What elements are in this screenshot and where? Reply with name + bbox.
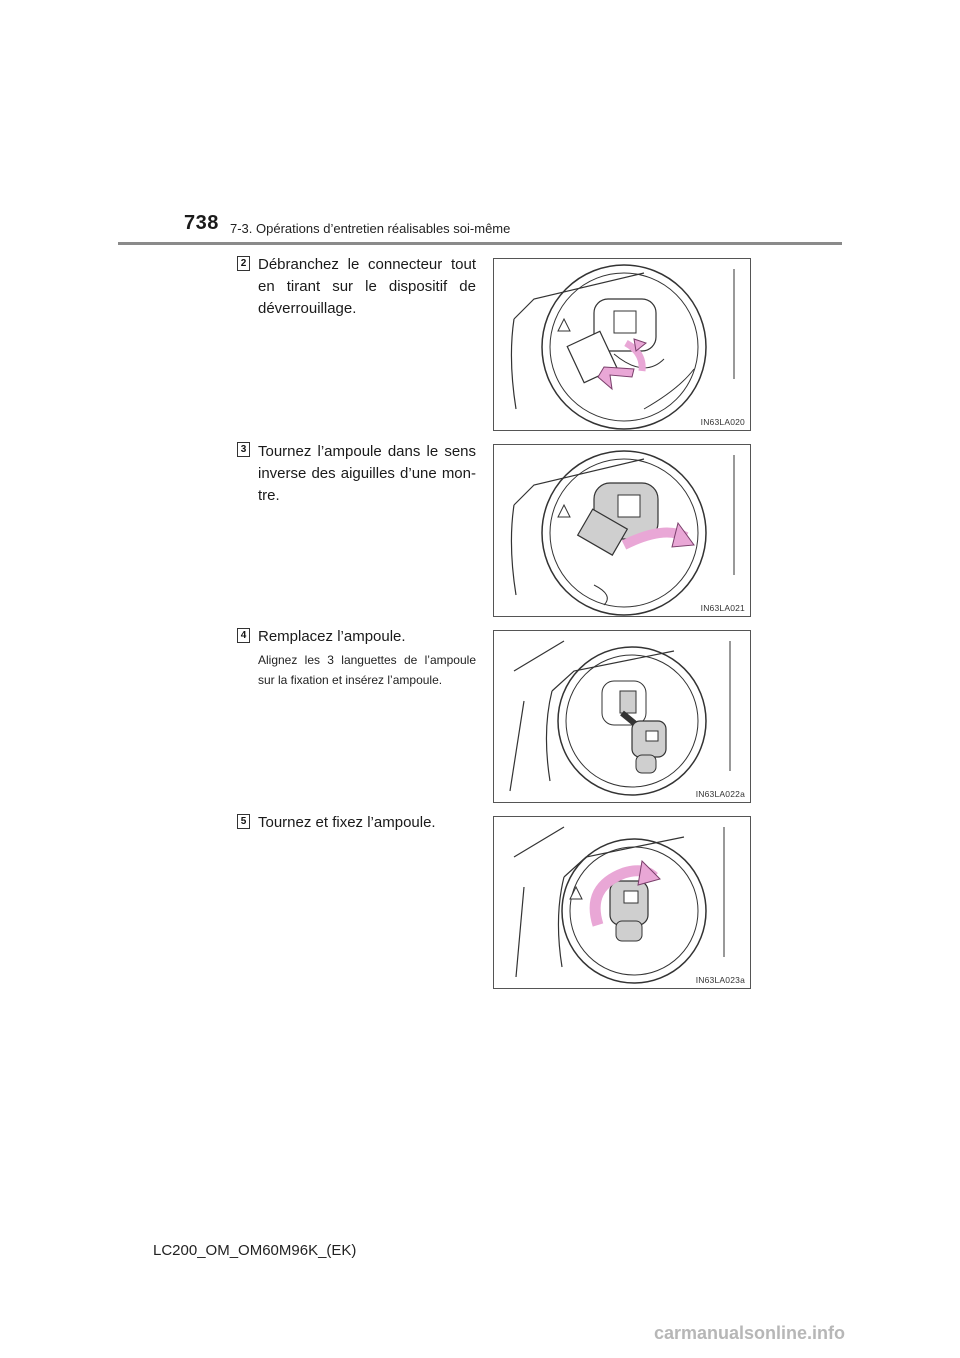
page-number: 738 [184,212,219,234]
step-2-illustration: IN63LA020 [493,258,751,431]
step-4-note: Alignez les 3 languettes de l’ampoule su… [258,653,476,687]
step-3-badge: 3 [237,442,250,457]
step-2-text: Débranchez le connecteur tout en tirant … [258,256,476,317]
header-rule [118,242,842,245]
rotate-bulb-counterclockwise-illustration [510,450,735,616]
rotate-bulb-clockwise-illustration [513,826,725,984]
step-3-text: Tournez l’ampoule dans le sens inverse d… [258,443,476,504]
disconnect-connector-illustration [510,264,735,430]
figure-code: IN63LA022a [695,789,745,799]
step-5-illustration: IN63LA023a [493,816,751,989]
step-4-illustration: IN63LA022a [493,630,751,803]
figure-code: IN63LA021 [700,603,745,613]
figure-code: IN63LA023a [695,975,745,985]
step-5-text: Tournez et fixez l’ampoule. [258,814,436,831]
step-2-badge: 2 [237,256,250,271]
figure-code: IN63LA020 [700,417,745,427]
section-title: 7-3. Opérations d’entretien réalisables … [230,221,511,236]
step-4-text: Remplacez l’ampoule. [258,628,406,645]
watermark: carmanualsonline.info [654,1323,846,1343]
step-4-badge: 4 [237,628,250,643]
step-5-badge: 5 [237,814,250,829]
replace-bulb-illustration [509,640,731,796]
step-3-illustration: IN63LA021 [493,444,751,617]
model-code: LC200_OM_OM60M96K_(EK) [153,1242,357,1259]
